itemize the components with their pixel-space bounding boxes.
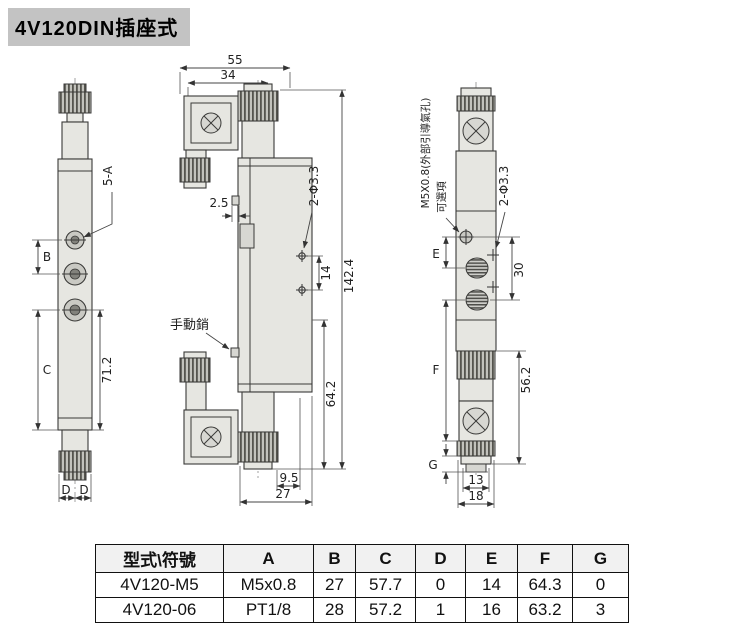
cell-a: PT1/8 [223,597,314,623]
cell-model: 4V120-06 [95,597,224,623]
dim-label-e: E [432,247,440,261]
port-a [64,230,86,250]
cell-e: 14 [465,572,518,598]
dim-label-13: 13 [468,473,483,487]
dim-label-27: 27 [275,487,290,501]
dim-label-c: C [43,363,51,377]
din-connector-top [179,95,239,189]
dim-label-g: G [428,458,437,472]
view-front: 55 34 [170,53,356,506]
solenoid-top [58,83,92,160]
col-header-e: E [465,544,518,573]
cell-d: 0 [415,572,466,598]
dim-label-95: 9.5 [279,471,298,485]
port-b [62,262,88,286]
col-header-d: D [415,544,466,573]
manual-pin [230,347,240,358]
cell-b: 27 [313,572,356,598]
dim-label-562: 56.2 [519,367,533,394]
dim-label-d2: D [79,483,88,497]
dim-label-f: F [433,363,440,377]
mounting-holes-right [487,249,499,293]
solenoid-bottom [58,429,92,481]
solenoid-coil-bottom [237,391,279,470]
cell-g: 0 [572,572,629,598]
spec-table: 型式\符號 A B C D E F G 4V120-M5 M5x0.8 27 5… [95,544,629,623]
dim-label-18: 18 [468,489,483,503]
manual-pin-label: 手動銷 [170,317,209,333]
page-title: 4V120DIN插座式 [8,8,191,46]
dim-label-2phi33: 2-Φ3.3 [307,166,321,207]
dim-label-14: 14 [319,265,333,280]
col-header-f: F [517,544,573,573]
table-header-row: 型式\符號 A B C D E F G [95,544,629,573]
dim-label-b: B [43,250,51,264]
valve-stack [455,87,497,473]
pilot-port-note: M5X0.8(外部引導氣孔) [419,98,432,209]
dim-label-2phi33-right: 2-Φ3.3 [497,166,511,207]
dim-label-712: 71.2 [100,357,114,384]
dim-label-55: 55 [227,53,242,67]
cell-d: 1 [415,597,466,623]
technical-drawing: 5-A B C 71.2 D D 55 34 [32,53,533,508]
col-header-g: G [572,544,629,573]
cell-c: 57.7 [355,572,416,598]
col-header-c: C [355,544,416,573]
view-side-left: 5-A B C 71.2 D D [32,78,115,502]
dim-label-d1: D [61,483,70,497]
cell-b: 28 [313,597,356,623]
cell-c: 57.2 [355,597,416,623]
cell-a: M5x0.8 [223,572,314,598]
solenoid-coil-top [237,83,279,159]
dim-label-642: 64.2 [324,381,338,408]
valve-body [57,158,93,431]
dim-label-34: 34 [220,68,235,82]
col-header-model: 型式\符號 [95,544,224,573]
col-header-a: A [223,544,314,573]
dim-label-30: 30 [512,262,526,277]
threaded-port-f [465,289,489,311]
cell-f: 64.3 [517,572,573,598]
view-side-right: M5X0.8(外部引導氣孔) 可選項 2-Φ3.3 30 E F G [419,82,533,508]
table-row: 4V120-06 PT1/8 28 57.2 1 16 63.2 3 [95,597,629,623]
cell-f: 63.2 [517,597,573,623]
cell-g: 3 [572,597,629,623]
dim-label-5a: 5-A [101,165,115,186]
pilot-protrusion [231,195,240,206]
threaded-port-e [465,257,489,279]
din-connector-bottom [179,351,239,465]
dim-label-25: 2.5 [209,196,228,210]
cell-model: 4V120-M5 [95,572,224,598]
valve-body [237,157,313,393]
dim-label-1424: 142.4 [342,259,356,293]
optional-note: 可選項 [435,181,448,213]
table-row: 4V120-M5 M5x0.8 27 57.7 0 14 64.3 0 [95,572,629,598]
cell-e: 16 [465,597,518,623]
col-header-b: B [313,544,356,573]
